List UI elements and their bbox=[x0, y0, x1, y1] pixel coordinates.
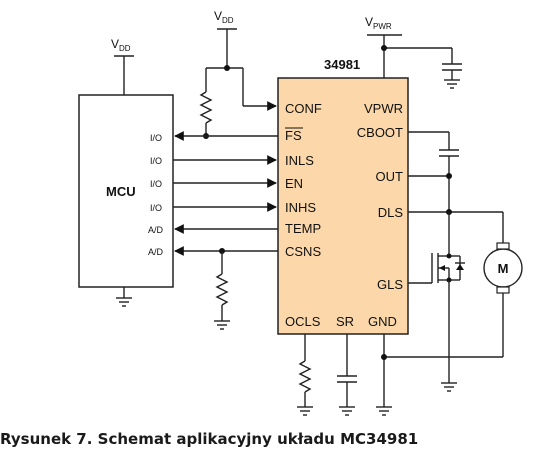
vdd-label-mcu: VDD bbox=[111, 37, 131, 53]
mcu-block bbox=[78, 94, 174, 288]
mcu-port-ad-1: A/D bbox=[148, 225, 164, 235]
motor-brush-top bbox=[496, 242, 510, 250]
pin-vpwr: VPWR bbox=[364, 101, 403, 116]
ground-symbol-gnd bbox=[376, 406, 392, 416]
pin-inls: INLS bbox=[285, 153, 314, 168]
pin-csns: CSNS bbox=[285, 244, 321, 259]
ground-symbol-vpwr bbox=[444, 79, 460, 89]
pin-dls: DLS bbox=[378, 205, 404, 220]
ground-symbol-mcu bbox=[116, 287, 132, 307]
ground-symbol-mosfet bbox=[441, 382, 457, 392]
figure-caption: Rysunek 7. Schemat aplikacyjny układu MC… bbox=[0, 430, 419, 448]
schematic-diagram: 34981 CONF FS INLS EN INHS TEMP CSNS VPW… bbox=[78, 9, 523, 416]
junction-dot bbox=[224, 65, 230, 71]
pin-ocls: OCLS bbox=[285, 314, 321, 329]
ground-symbol-csns bbox=[214, 320, 230, 330]
junction-dot bbox=[446, 173, 452, 179]
capacitor-sr bbox=[337, 375, 357, 383]
pin-cboot: CBOOT bbox=[357, 125, 403, 140]
chip-part-number: 34981 bbox=[324, 57, 360, 72]
vdd-label-top: VDD bbox=[214, 9, 234, 25]
capacitor-vpwr bbox=[442, 63, 462, 71]
mcu-port-io-3: I/O bbox=[150, 179, 162, 189]
pin-gls: GLS bbox=[377, 277, 403, 292]
vpwr-label: VPWR bbox=[365, 15, 392, 31]
pin-temp: TEMP bbox=[285, 221, 321, 236]
pin-fs: FS bbox=[285, 128, 302, 143]
resistor-ocls bbox=[298, 360, 312, 393]
junction-dot bbox=[446, 253, 452, 259]
mcu-label: MCU bbox=[106, 184, 136, 199]
ground-symbol-sr bbox=[339, 406, 355, 416]
pin-out: OUT bbox=[376, 169, 404, 184]
mcu-port-io-4: I/O bbox=[150, 203, 162, 213]
motor-label: M bbox=[498, 261, 509, 276]
junction-dot bbox=[381, 45, 387, 51]
ground-symbol-ocls bbox=[297, 406, 313, 416]
pin-sr: SR bbox=[336, 314, 354, 329]
mcu-port-io-1: I/O bbox=[150, 133, 162, 143]
resistor-pullup-fs bbox=[199, 91, 213, 124]
pin-en: EN bbox=[285, 176, 303, 191]
pin-conf: CONF bbox=[285, 101, 322, 116]
pin-inhs: INHS bbox=[285, 200, 316, 215]
resistor-csns bbox=[215, 273, 229, 306]
motor-brush-bottom bbox=[496, 286, 510, 294]
capacitor-cboot bbox=[439, 149, 459, 157]
junction-dot bbox=[381, 354, 387, 360]
pin-gnd: GND bbox=[368, 314, 397, 329]
mcu-port-io-2: I/O bbox=[150, 156, 162, 166]
mcu-port-ad-2: A/D bbox=[148, 247, 164, 257]
chip-body bbox=[277, 77, 409, 335]
